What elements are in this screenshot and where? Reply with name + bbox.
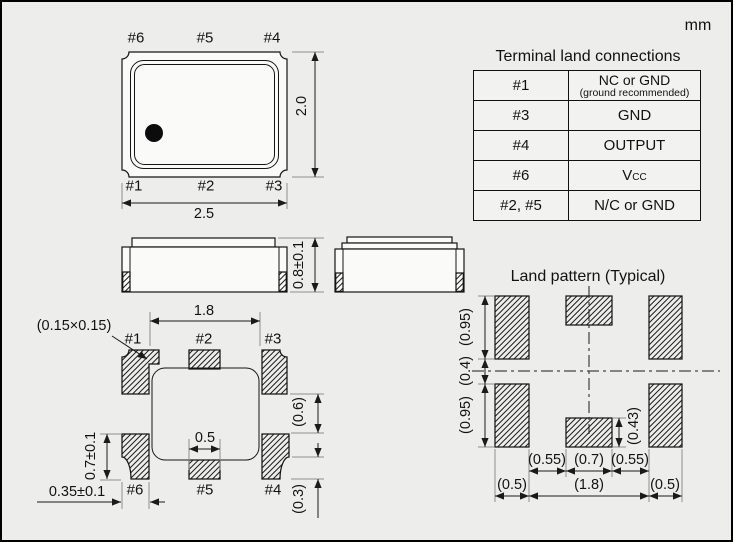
bottom-view-pin6-label: #6 — [126, 481, 144, 499]
dim-land-pad-width-left: (0.5) — [497, 476, 527, 493]
dim-index-notch: (0.15×0.15) — [36, 317, 112, 334]
bottom-view-pin2-label: #2 — [195, 330, 213, 348]
table-row: #6 VCC — [473, 160, 701, 191]
table-row: #4 OUTPUT — [473, 130, 701, 161]
dim-center-pad-width: 0.5 — [194, 429, 216, 446]
connection-cell: VCC — [568, 160, 701, 191]
connection-cell: GND — [568, 100, 701, 131]
pin-cell: #1 — [473, 70, 569, 101]
dim-land-pad-height-top: (0.95) — [457, 308, 474, 346]
connection-note: (ground recommended) — [579, 87, 690, 99]
land-pad-bottom-right — [648, 383, 683, 448]
dim-corner-notch: (0.3) — [290, 484, 307, 514]
table-row: #2, #5 N/C or GND — [473, 190, 701, 221]
terminal-table-title: Terminal land connections — [495, 48, 681, 65]
table-row: #3 GND — [473, 100, 701, 131]
pin-cell: #6 — [473, 160, 569, 191]
dim-edge-gap: (0.6) — [290, 397, 307, 427]
pin-cell: #3 — [473, 100, 569, 131]
units-label: mm — [684, 17, 712, 34]
top-view-pin1-label: #1 — [125, 177, 143, 195]
pad-3 — [261, 349, 288, 395]
connection-cell: N/C or GND — [568, 190, 701, 221]
land-pattern — [472, 286, 720, 502]
pin1-marker-dot — [145, 124, 163, 142]
dim-corner-pad-height: 0.7±0.1 — [82, 431, 99, 481]
pad-4 — [261, 433, 290, 480]
vcc-subscript: CC — [632, 172, 647, 183]
bottom-view — [37, 312, 324, 518]
top-view-pin4-label: #4 — [263, 29, 281, 47]
land-pattern-title: Land pattern (Typical) — [510, 268, 666, 285]
dim-land-center-gap: (0.4) — [457, 356, 474, 386]
top-view-pin2-label: #2 — [197, 177, 215, 195]
table-row: #1 NC or GND (ground recommended) — [473, 70, 701, 101]
bottom-view-pin4-label: #4 — [264, 481, 282, 499]
dim-land-pad-height-bottom: (0.95) — [457, 396, 474, 434]
land-pad-bottom-left — [494, 383, 530, 448]
pad-5 — [188, 459, 221, 480]
dim-land-span: (1.8) — [574, 476, 604, 493]
bottom-view-pin3-label: #3 — [264, 330, 282, 348]
top-view — [121, 51, 324, 209]
terminal-land-connections-table: #1 NC or GND (ground recommended) #3 GND… — [473, 70, 701, 221]
pin-cell: #4 — [473, 130, 569, 161]
land-pad-top-right — [648, 295, 683, 360]
top-view-pin3-label: #3 — [265, 177, 283, 195]
top-view-pin5-label: #5 — [196, 29, 214, 47]
dim-thickness: 0.8±0.1 — [290, 240, 307, 290]
bottom-view-pin1-label: #1 — [124, 330, 142, 348]
dim-land-center-pad-height: (0.43) — [625, 407, 642, 445]
connection-cell: NC or GND (ground recommended) — [568, 70, 701, 101]
pad-6 — [121, 433, 150, 480]
pad-2 — [188, 349, 221, 370]
land-pad-top-left — [494, 295, 530, 360]
dim-corner-pad-width: 0.35±0.1 — [48, 483, 106, 500]
top-view-pin6-label: #6 — [127, 29, 145, 47]
side-view-side — [334, 236, 465, 293]
side-view-front — [121, 237, 324, 293]
dim-inner-span: 1.8 — [193, 302, 215, 319]
dim-land-gap-right: (0.55) — [611, 451, 649, 468]
bottom-view-pin5-label: #5 — [196, 481, 214, 499]
pad-1 — [121, 349, 160, 395]
vcc-label: V — [622, 167, 633, 184]
dim-land-pad-width-right: (0.5) — [650, 476, 680, 493]
dim-land-gap-left: (0.55) — [528, 451, 566, 468]
connection-cell: OUTPUT — [568, 130, 701, 161]
dim-land-center-pad-width: (0.7) — [574, 451, 604, 468]
dim-height-2-0: 2.0 — [293, 95, 310, 117]
connection-value: NC or GND — [598, 72, 671, 88]
pin-cell: #2, #5 — [473, 190, 569, 221]
dim-width-2-5: 2.5 — [193, 205, 215, 222]
